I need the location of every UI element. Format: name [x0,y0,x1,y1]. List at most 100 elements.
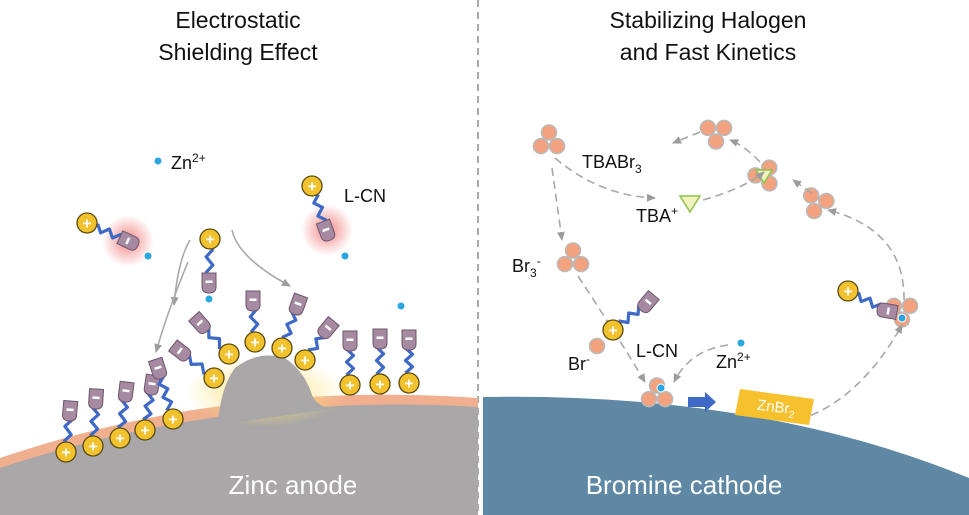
cation-sign: + [209,371,218,388]
lcn-chain [403,346,415,375]
anion-head [372,328,388,350]
minus-sign [644,298,652,306]
cation: + [82,435,104,457]
br-sphere [699,119,717,137]
minus-sign [154,365,162,371]
anion-head [167,339,192,362]
zinc-anode-label: Zinc anode [229,470,358,500]
lcn-chain [344,347,356,377]
lcn-chain [96,223,122,240]
cation-sphere [134,419,156,441]
minus-sign [346,338,354,341]
dashed-arrow [798,324,903,421]
minus-sign [294,301,302,307]
lcn-chain [856,291,883,309]
znbr2-bar [735,389,814,425]
cation: + [55,441,77,463]
cation-sphere [602,319,624,341]
br-sphere [548,137,566,155]
right-title-line2: and Fast Kinetics [620,39,796,65]
anion-head [188,310,211,335]
cation-sign: + [140,423,149,440]
cation: + [134,419,156,441]
cation-sign: + [250,335,259,352]
minus-sign [249,298,257,301]
minus-sign [376,336,384,339]
cation-sphere [218,343,240,365]
zn-ion [656,383,666,393]
lcn-chain [374,345,386,376]
diagram-elements: ++++++++++++++++++ZnBr2 [55,119,919,463]
zn-ion [736,338,746,348]
anion-shape [62,399,79,422]
left-title-line1: Electrostatic [175,7,300,33]
cation-sign: + [168,412,177,429]
lcn-chain [312,193,328,222]
dashed-arrow [554,157,656,202]
br3-label: Br3- [512,254,541,280]
cation-sphere [369,373,391,395]
anion-head [315,218,336,242]
zn-ion [396,301,406,311]
lcn-chain [62,418,74,443]
cation: + [602,319,624,341]
minus-sign [886,307,891,315]
flow-arrow [170,239,191,306]
br-label: Br- [568,352,590,374]
cation: + [218,343,240,365]
lcn-chain [281,310,298,339]
br-sphere [802,187,820,204]
cation-sign: + [608,323,617,340]
lcn-chain [204,248,215,274]
cation-sphere [294,349,316,371]
zinc-anode [0,404,478,515]
cation-sign: + [61,445,70,462]
cation: + [109,427,131,449]
minus-sign [66,408,74,412]
br-sphere [707,133,725,150]
cation-sphere [199,228,221,250]
br-sphere [564,242,582,259]
left-title-line2: Shielding Effect [158,39,318,65]
anion-head [245,290,261,312]
cation: + [162,408,184,430]
lcn-chain [89,405,101,437]
br-sphere [805,202,823,220]
br-sphere [818,192,835,210]
cation-sphere [339,374,361,396]
anion-head [201,272,217,294]
anion-head [342,330,358,352]
lcn-label-right: L-CN [636,341,678,361]
cation-sign: + [82,216,91,233]
anion-head [288,292,309,316]
cation-sphere [82,435,104,457]
dashed-arrow [551,167,565,241]
zn-ion-label: Zn2+ [171,151,206,173]
bromine-cathode [483,396,969,515]
minus-sign [92,396,100,400]
lcn-chain [248,307,260,334]
dashed-arrow [702,171,765,201]
lcn-chain [157,374,174,412]
br-sphere [715,119,733,137]
anion-head [317,315,340,340]
zn-ion-label-right: Zn2+ [716,350,751,372]
cation-sign: + [88,439,97,456]
cation-sign: + [843,284,852,301]
zn-ion [340,251,350,261]
anion-head [116,230,140,251]
minus-sign [324,324,332,332]
zn-ion [143,251,153,261]
dashed-arrow [673,344,729,383]
anion-head [637,289,660,314]
cation: + [271,337,293,359]
cation-sphere [76,212,98,234]
minus-sign [176,347,183,355]
lcn-chain [618,304,641,325]
cation-sphere [203,367,225,389]
cation-sign: + [300,353,309,370]
cation: + [203,367,225,389]
cation: + [301,175,323,197]
